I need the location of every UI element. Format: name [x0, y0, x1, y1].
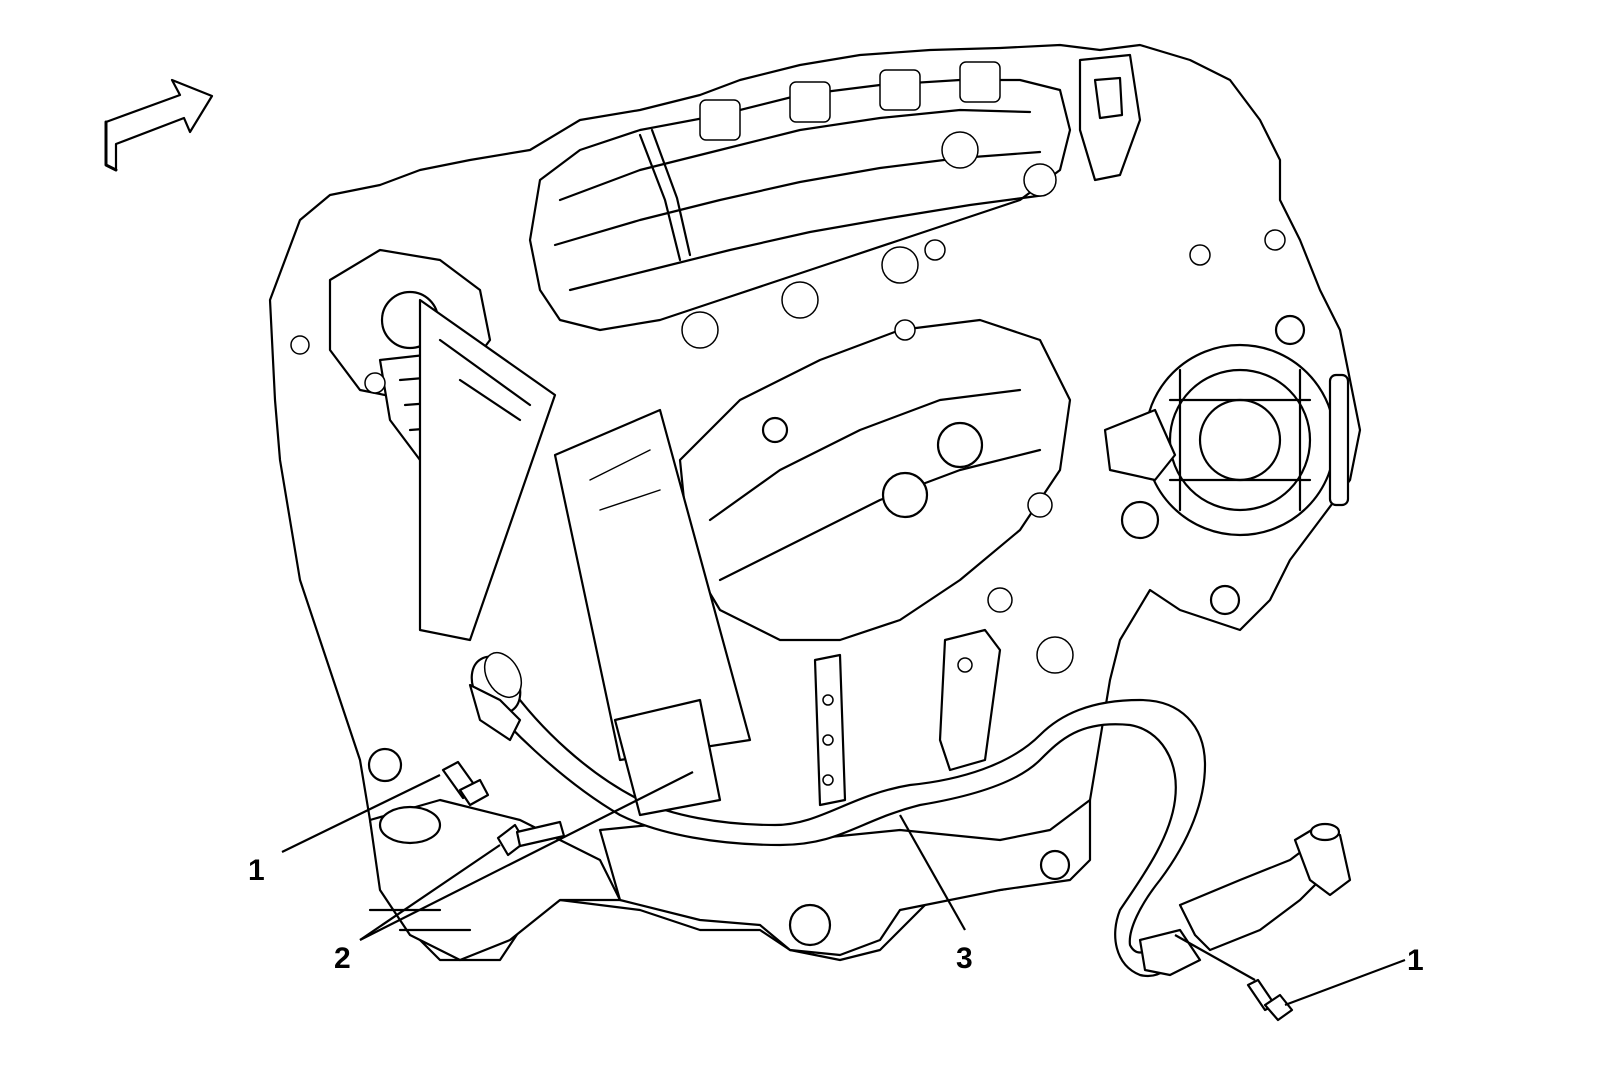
leader-line-2-b	[359, 771, 694, 941]
coolant-pipe	[468, 651, 1352, 978]
ignition-coil-row	[681, 61, 1057, 349]
callout-2: 2	[334, 942, 351, 975]
callout-1-left: 1	[248, 854, 265, 887]
direction-arrow-icon	[104, 78, 214, 172]
callout-1-right: 1	[1407, 944, 1424, 977]
bolt-right	[1246, 978, 1294, 1022]
leader-line-1-right-b	[1174, 934, 1256, 981]
leader-line-1-right	[1284, 958, 1406, 1007]
leader-line-1-left	[281, 774, 441, 853]
callout-3: 3	[956, 942, 973, 975]
bolt-left	[441, 760, 490, 807]
leader-line-3	[899, 814, 966, 931]
alternator	[1103, 314, 1350, 616]
leader-line-2-a	[359, 844, 501, 941]
